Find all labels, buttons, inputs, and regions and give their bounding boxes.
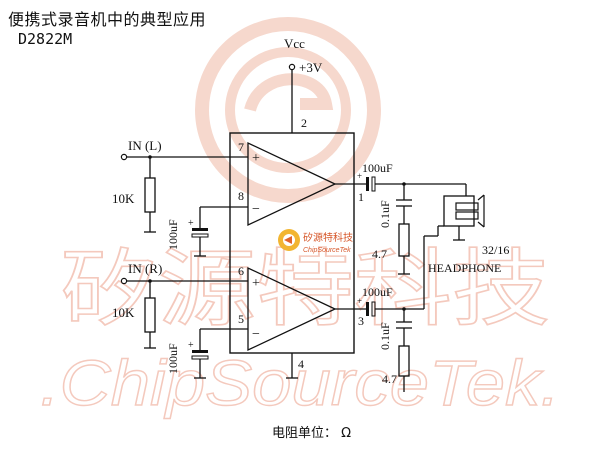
headphone-jack [437, 194, 485, 241]
capacitor-out-3-plate-a [366, 302, 369, 316]
pin-6-label: 6 [238, 264, 244, 278]
capacitor-100uf-left-plate-bottom [191, 233, 209, 238]
resistor-4.7-3-label: 4.7 [382, 372, 397, 386]
capacitor-out-1-plate-a [366, 177, 369, 191]
pin-2-label: 2 [301, 116, 307, 130]
opamp-right-minus: − [252, 327, 260, 342]
capacitor-left-polarity: + [188, 218, 194, 229]
opamp-right-channel [247, 266, 337, 352]
pin-7-label: 7 [238, 140, 244, 154]
input-right-label: IN (R) [128, 261, 162, 276]
capacitor-out-1-plate-b [371, 176, 376, 192]
cap-out-1-polarity: + [357, 171, 362, 181]
capacitor-out-3-label: 100uF [362, 285, 393, 299]
page-title: 便携式录音机中的典型应用 [8, 10, 207, 29]
input-right-terminal [120, 277, 128, 285]
resistor-10k-left [144, 177, 156, 213]
headphone-label: HEADPHONE [428, 261, 501, 275]
brand-logo-en: ChipSourceTek [303, 247, 351, 254]
pin-5-label: 5 [238, 312, 244, 326]
watermark-latin: .ChipSourceTek. [40, 347, 560, 419]
pin-4-label: 4 [298, 357, 304, 371]
capacitor-0.1uf-1-label: 0.1uF [378, 200, 392, 228]
resistor-10k-right-label: 10K [112, 305, 135, 320]
capacitor-0.1uf-3-label: 0.1uF [378, 322, 392, 350]
pin-8-label: 8 [238, 189, 244, 203]
opamp-left-channel [247, 141, 337, 227]
capacitor-100uf-left-label: 100uF [166, 219, 180, 250]
watermark-chinese: 矽源特科技 [60, 240, 550, 338]
pin-3-label: 3 [358, 314, 364, 328]
brand-logo-cn: 矽源特科技 [303, 231, 353, 244]
cap-out-3-polarity: + [357, 296, 362, 306]
resistor-4.7-1-label: 4.7 [372, 247, 387, 261]
opamp-left-minus: − [252, 202, 260, 217]
resistor-10k-left-label: 10K [112, 191, 135, 206]
input-left-terminal [120, 153, 128, 161]
capacitor-right-polarity: + [188, 340, 194, 351]
headphone-impedance: 32/16 [482, 243, 509, 257]
watermark-logo [195, 17, 381, 203]
vcc-voltage: +3V [299, 60, 323, 75]
vcc-label: Vcc [284, 36, 305, 51]
capacitor-100uf-right-plate-top [192, 350, 208, 353]
opamp-left-plus: + [252, 151, 260, 166]
capacitor-out-1-label: 100uF [362, 161, 393, 175]
pin-1-label: 1 [358, 190, 364, 204]
capacitor-100uf-left-plate-top [192, 228, 208, 231]
input-left-label: IN (L) [128, 138, 162, 153]
capacitor-100uf-right-label: 100uF [166, 343, 180, 374]
part-number: D2822M [18, 30, 73, 48]
brand-logo [278, 229, 300, 251]
vcc-terminal [288, 63, 296, 71]
opamp-right-plus: + [252, 276, 260, 291]
units-note: 电阻单位： Ω [272, 426, 351, 441]
